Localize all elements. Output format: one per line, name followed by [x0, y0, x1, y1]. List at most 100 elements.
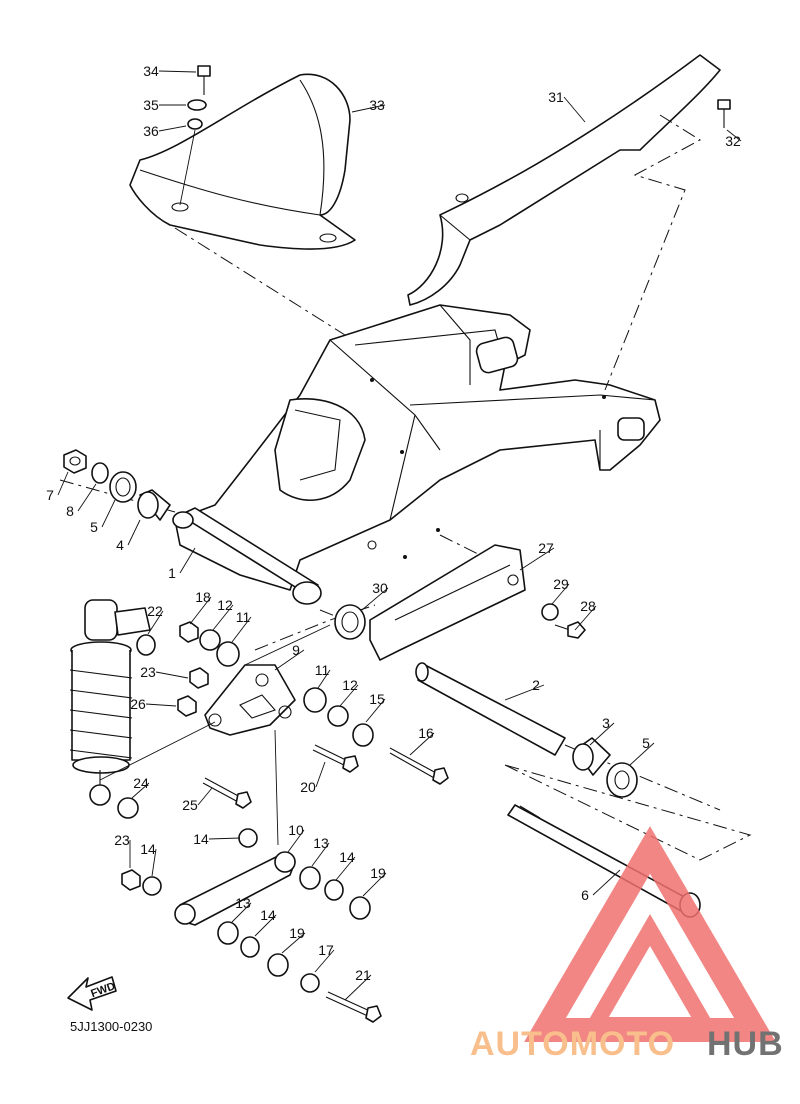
- nut-26: [177, 695, 197, 717]
- pivot-bearing-left: [137, 489, 171, 521]
- callout-number-23: 23: [140, 664, 156, 680]
- callout-leader: [101, 499, 116, 528]
- callout-number-28: 28: [580, 598, 596, 614]
- callout-leader: [158, 70, 197, 73]
- callout-leader: [574, 605, 597, 631]
- collar-17: [300, 973, 320, 993]
- collar-22: [136, 634, 156, 656]
- seal-14-a: [238, 828, 258, 848]
- callout-number-36: 36: [143, 123, 159, 139]
- chain-case: [407, 54, 721, 306]
- callout-number-15: 15: [369, 691, 385, 707]
- bearing-13-b: [217, 921, 239, 945]
- fender-collar: [187, 118, 203, 130]
- callout-leader: [151, 848, 157, 877]
- fwd-label: FWD: [89, 980, 117, 1000]
- rear-shock-absorber: [69, 599, 151, 806]
- callout-leader: [311, 842, 330, 867]
- callout-leader: [145, 703, 177, 707]
- callout-number-4: 4: [116, 537, 124, 553]
- callout-leader: [197, 787, 213, 806]
- callout-number-6: 6: [581, 887, 589, 903]
- swingarm: [172, 304, 661, 605]
- callout-number-11: 11: [315, 662, 330, 678]
- diagram-code: 5JJ1300-0230: [70, 1019, 152, 1034]
- callout-number-34: 34: [143, 63, 159, 79]
- callout-leader: [147, 610, 164, 635]
- callout-leader: [231, 616, 252, 643]
- callout-number-14: 14: [339, 849, 355, 865]
- callout-number-26: 26: [130, 696, 146, 712]
- chain-guide: [369, 544, 526, 661]
- callout-number-19: 19: [289, 925, 305, 941]
- callout-number-30: 30: [372, 580, 388, 596]
- callout-number-25: 25: [182, 797, 198, 813]
- washer-12-upper: [199, 629, 221, 651]
- callout-leader: [317, 669, 331, 689]
- washer-12-lower: [327, 705, 349, 727]
- pivot-nut: [63, 449, 87, 474]
- callout-number-13: 13: [313, 835, 329, 851]
- callout-leader: [127, 519, 141, 546]
- fwd-arrow-icon: FWD: [67, 976, 117, 1011]
- pivot-oil-seal-right: [606, 762, 638, 798]
- callout-number-21: 21: [355, 967, 371, 983]
- callout-number-13: 13: [235, 895, 251, 911]
- nut-18: [179, 621, 199, 643]
- callout-number-35: 35: [143, 97, 159, 113]
- fender-washer: [187, 99, 207, 111]
- callout-leader: [315, 761, 326, 788]
- callout-number-9: 9: [292, 642, 300, 658]
- callout-number-11: 11: [236, 609, 251, 625]
- rear-fender: [129, 73, 356, 250]
- callout-number-20: 20: [300, 779, 316, 795]
- watermark-automoto: AUTOMOTO: [470, 1025, 675, 1063]
- callout-number-17: 17: [318, 942, 334, 958]
- callout-leader: [563, 96, 586, 123]
- callout-number-32: 32: [725, 133, 741, 149]
- thrust-cover: [334, 604, 366, 640]
- collar-19-a: [349, 896, 371, 920]
- callout-leader: [287, 829, 305, 853]
- callout-leader: [519, 547, 555, 571]
- pivot-washer: [91, 462, 109, 484]
- callout-leader: [589, 722, 615, 746]
- callout-number-14: 14: [140, 841, 156, 857]
- callout-number-19: 19: [370, 865, 386, 881]
- callout-number-16: 16: [418, 725, 434, 741]
- callout-leader: [155, 671, 189, 679]
- callout-number-33: 33: [369, 97, 385, 113]
- callout-number-1: 1: [168, 565, 176, 581]
- watermark-hub: HUB: [707, 1025, 784, 1063]
- callout-leader: [212, 604, 234, 631]
- chain-guide-bolt: [554, 621, 586, 639]
- callout-leader: [409, 732, 435, 756]
- pivot-bearing-right: [572, 737, 611, 776]
- callout-leader: [726, 129, 742, 142]
- callout-leader: [314, 949, 335, 973]
- collar-24: [117, 797, 139, 819]
- callout-leader: [131, 782, 150, 799]
- nut-23-upper: [189, 667, 209, 689]
- callout-number-29: 29: [553, 576, 569, 592]
- callout-leader: [629, 742, 655, 766]
- callout-number-31: 31: [548, 89, 564, 105]
- callout-number-18: 18: [195, 589, 211, 605]
- callout-number-14: 14: [260, 907, 276, 923]
- callout-number-22: 22: [147, 603, 163, 619]
- callout-leader: [351, 104, 386, 113]
- pivot-oil-seal-left: [109, 471, 137, 503]
- callout-leader: [361, 587, 389, 611]
- seal-14-c: [324, 879, 344, 901]
- bearing-13-a: [299, 866, 321, 890]
- callout-number-5: 5: [642, 735, 650, 751]
- callout-leader: [592, 869, 621, 896]
- bolt-25: [202, 777, 252, 809]
- callout-number-12: 12: [342, 677, 358, 693]
- callout-leader: [365, 698, 386, 723]
- callout-number-12: 12: [217, 597, 233, 613]
- connecting-rod: [174, 851, 296, 926]
- nut-23-lower: [121, 869, 141, 891]
- fender-bolt: [197, 65, 211, 95]
